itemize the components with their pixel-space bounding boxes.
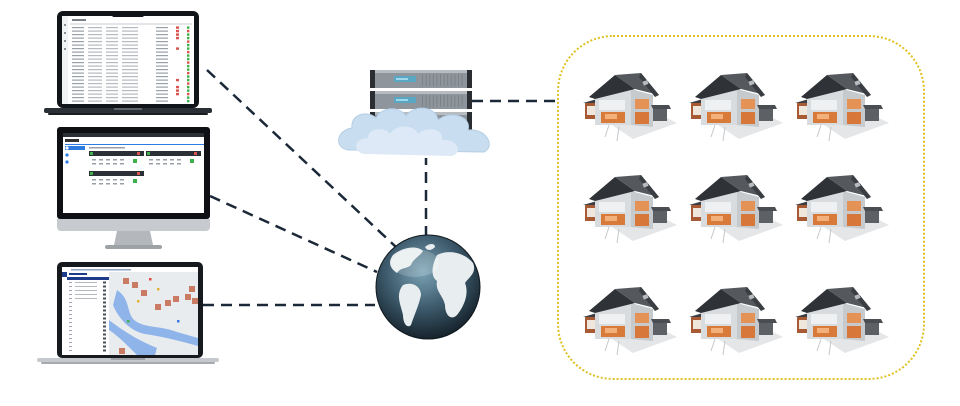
- laptop-icon: [44, 11, 212, 115]
- table-row: [72, 76, 84, 78]
- map-marker: [165, 300, 171, 306]
- table-row: [72, 72, 84, 74]
- table-row: [72, 100, 84, 102]
- table-row: [72, 30, 84, 32]
- laptop-map-node[interactable]: [37, 260, 219, 366]
- table-row: [72, 34, 84, 36]
- table-rows: [70, 23, 192, 103]
- link-laptop-table-globe: [206, 69, 397, 248]
- table-row: [72, 97, 84, 99]
- dashboard-cards: [89, 147, 201, 185]
- house-icon[interactable]: [579, 67, 679, 147]
- globe-icon: [375, 234, 481, 340]
- map-marker: [155, 304, 161, 310]
- dashboard-card: [89, 171, 144, 176]
- table-row: [72, 48, 84, 50]
- list-item: [69, 330, 72, 331]
- table-row: [72, 90, 84, 92]
- cloud-server-node[interactable]: [334, 66, 504, 160]
- server-unit: [370, 70, 472, 88]
- list-item: [69, 346, 72, 347]
- list-item: [69, 306, 72, 307]
- map-marker: [132, 282, 138, 288]
- list-item: [69, 302, 72, 303]
- house-icon[interactable]: [579, 169, 679, 249]
- map-river: [113, 290, 198, 346]
- table-row: [72, 83, 84, 85]
- house-icon[interactable]: [791, 169, 891, 249]
- internet-globe-node[interactable]: [373, 233, 485, 341]
- map-poi: [157, 288, 160, 291]
- table-row: [72, 55, 84, 57]
- list-item: [69, 298, 72, 299]
- list-item: [69, 294, 72, 295]
- list-item: [69, 310, 72, 311]
- cloud-server-icon: [338, 70, 490, 156]
- table-row: [72, 58, 84, 60]
- map-poi: [149, 278, 152, 281]
- dashboard-card: [89, 151, 144, 156]
- server-unit: [370, 91, 472, 109]
- map-marker: [141, 290, 147, 296]
- desktop-dashboard-node[interactable]: [57, 127, 212, 251]
- house-icon[interactable]: [791, 67, 891, 147]
- house-icon[interactable]: [685, 67, 785, 147]
- table-row: [72, 37, 84, 39]
- list-item: [69, 338, 72, 339]
- table-row: [72, 79, 84, 81]
- table-row: [72, 65, 84, 67]
- house-icon[interactable]: [791, 281, 891, 361]
- map-poi: [177, 320, 180, 323]
- map-marker: [119, 348, 125, 354]
- list-item: [69, 334, 72, 335]
- map-poi: [127, 320, 130, 323]
- laptop-table-node[interactable]: [44, 10, 212, 118]
- desktop-monitor-icon: [57, 127, 210, 249]
- list-item: [69, 342, 72, 343]
- map-sidebar-list: [69, 281, 106, 352]
- house-icon[interactable]: [579, 281, 679, 361]
- map-marker: [173, 296, 179, 302]
- map-marker: [185, 294, 191, 300]
- list-item: [69, 326, 72, 327]
- list-item: [69, 322, 72, 323]
- table-row: [72, 27, 84, 29]
- list-item: [69, 286, 72, 287]
- cloud-icon: [338, 107, 490, 156]
- map-marker: [123, 278, 129, 284]
- table-row: [72, 93, 84, 95]
- list-item: [69, 282, 72, 283]
- list-item: [69, 314, 72, 315]
- link-desktop-globe: [209, 194, 378, 274]
- table-row: [72, 44, 84, 46]
- list-item: [69, 318, 72, 319]
- table-row: [72, 51, 84, 53]
- map-poi: [137, 300, 140, 303]
- house-icon[interactable]: [685, 169, 785, 249]
- map-marker: [192, 298, 198, 304]
- house-icon[interactable]: [685, 281, 785, 361]
- dashboard-card: [146, 151, 201, 156]
- list-item: [69, 290, 72, 291]
- houses-zone[interactable]: [557, 35, 925, 380]
- table-row: [72, 41, 84, 43]
- list-item: [69, 350, 72, 351]
- map-marker: [189, 286, 195, 292]
- map-markers: [119, 278, 198, 354]
- laptop-icon: [37, 262, 219, 364]
- table-row: [72, 86, 84, 88]
- table-row: [72, 69, 84, 71]
- table-row: [72, 62, 84, 64]
